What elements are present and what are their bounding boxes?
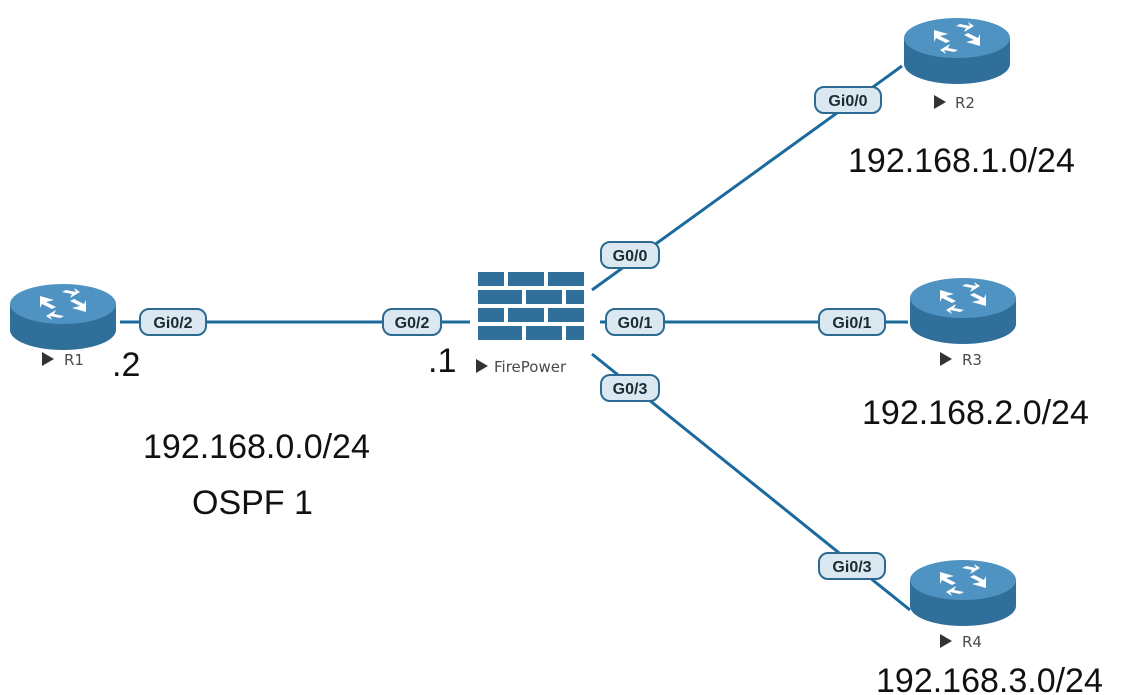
play-icon bbox=[934, 95, 946, 109]
host-address-r1: .2 bbox=[112, 346, 140, 384]
port-label: Gi0/0 bbox=[828, 93, 867, 110]
port-label: Gi0/3 bbox=[832, 559, 871, 576]
port-label: Gi0/2 bbox=[153, 315, 192, 332]
port-badge-fp-g0-2[interactable]: G0/2 bbox=[382, 308, 442, 336]
device-label-r3: R3 bbox=[962, 351, 982, 369]
router-r4[interactable]: R4 bbox=[910, 560, 1016, 651]
port-label: G0/0 bbox=[613, 248, 648, 265]
port-badge-fp-g0-1[interactable]: G0/1 bbox=[605, 308, 665, 336]
device-label-r2: R2 bbox=[955, 94, 975, 112]
port-label: G0/1 bbox=[618, 315, 653, 332]
port-label: G0/2 bbox=[395, 315, 430, 332]
port-label: G0/3 bbox=[613, 381, 648, 398]
host-address-firepower: .1 bbox=[428, 342, 456, 380]
firewall-icon bbox=[474, 270, 590, 346]
play-icon bbox=[476, 359, 488, 373]
play-icon bbox=[940, 352, 952, 366]
device-label-r1: R1 bbox=[64, 351, 84, 369]
router-icon bbox=[10, 284, 116, 350]
port-badge-r2-gi0-0[interactable]: Gi0/0 bbox=[814, 86, 882, 114]
device-label-firepower: FirePower bbox=[494, 358, 567, 376]
router-r1[interactable]: R1 bbox=[10, 284, 116, 369]
network-label-lan2: 192.168.2.0/24 bbox=[862, 394, 1089, 432]
play-icon bbox=[940, 634, 952, 648]
port-badge-fp-g0-3[interactable]: G0/3 bbox=[600, 374, 660, 402]
port-badge-r3-gi0-1[interactable]: Gi0/1 bbox=[818, 308, 886, 336]
router-icon bbox=[910, 278, 1016, 344]
router-r2[interactable]: R2 bbox=[904, 18, 1010, 112]
network-label-lan0: 192.168.0.0/24 bbox=[143, 428, 370, 466]
router-r3[interactable]: R3 bbox=[910, 278, 1016, 369]
port-label: Gi0/1 bbox=[832, 315, 871, 332]
device-label-r4: R4 bbox=[962, 633, 982, 651]
router-icon bbox=[910, 560, 1016, 626]
firewall-firepower[interactable]: FirePower bbox=[474, 270, 590, 376]
routing-label-ospf: OSPF 1 bbox=[192, 484, 313, 522]
port-badge-r4-gi0-3[interactable]: Gi0/3 bbox=[818, 552, 886, 580]
router-icon bbox=[904, 18, 1010, 84]
network-label-lan1: 192.168.1.0/24 bbox=[848, 142, 1075, 180]
network-label-lan3: 192.168.3.0/24 bbox=[876, 662, 1103, 695]
port-badge-r1-gi0-2[interactable]: Gi0/2 bbox=[139, 308, 207, 336]
port-badge-fp-g0-0[interactable]: G0/0 bbox=[600, 241, 660, 269]
port-labels: Gi0/2 G0/2 G0/0 G0/1 G0/3 Gi0/0 Gi0/1 G bbox=[139, 86, 886, 580]
play-icon bbox=[42, 352, 54, 366]
